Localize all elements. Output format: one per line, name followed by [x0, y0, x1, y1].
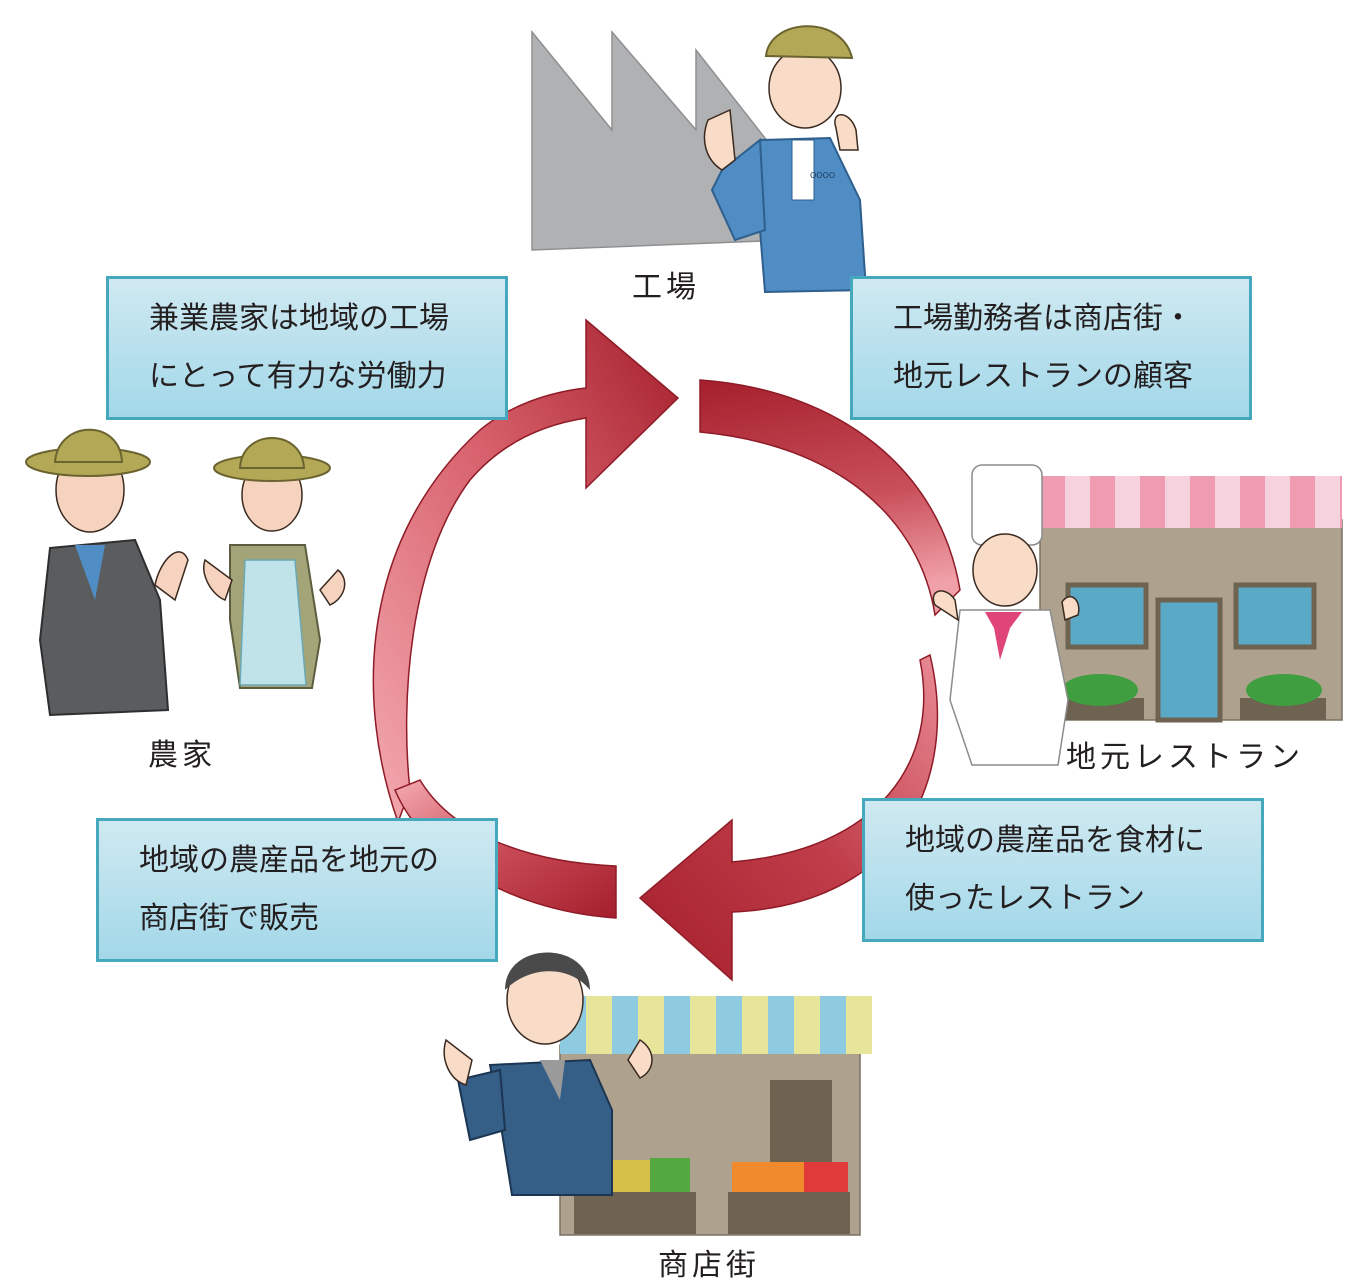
box-factory-to-restaurant: 工場勤務者は商店街・ 地元レストランの顧客 [850, 276, 1252, 420]
arrow-restaurant-to-shop [638, 653, 939, 982]
box-restaurant-to-shop-line2: 使ったレストラン [905, 881, 1145, 916]
cycle-arrows [372, 318, 961, 982]
factory-label: 工場 [632, 270, 700, 305]
restaurant-illustration [1039, 476, 1343, 723]
worker-badge: OOOO [810, 171, 835, 180]
restaurant-label: 地元レストラン [1066, 740, 1304, 775]
shop-awning [560, 996, 872, 1054]
shop-illustration [559, 996, 872, 1236]
shopkeeper [443, 952, 653, 1196]
chef-hat [971, 464, 1043, 546]
box-factory-to-restaurant-line1: 工場勤務者は商店街・ [893, 301, 1193, 336]
box-restaurant-to-shop-line1: 地域の農産品を食材に [905, 823, 1205, 858]
chef [932, 464, 1080, 766]
box-farmers-to-factory-line1: 兼業農家は地域の工場 [149, 301, 449, 336]
box-shop-to-farmers: 地域の農産品を地元の 商店街で販売 [96, 818, 498, 962]
box-restaurant-to-shop: 地域の農産品を食材に 使ったレストラン [862, 798, 1264, 942]
box-farmers-to-factory: 兼業農家は地域の工場 にとって有力な労働力 [106, 276, 508, 420]
arrow-farmers-to-factory [372, 318, 680, 825]
box-factory-to-restaurant-line2: 地元レストランの顧客 [893, 359, 1193, 394]
farmers-illustration [25, 428, 346, 717]
arrow-shop-to-farmers [394, 779, 617, 919]
chef-scarf [985, 612, 1022, 660]
factory-worker: OOOO [703, 25, 868, 294]
box-shop-to-farmers-line2: 商店街で販売 [139, 901, 319, 936]
box-farmers-to-factory-line2: にとって有力な労働力 [149, 359, 447, 394]
restaurant-awning [1040, 476, 1342, 528]
shopping-street-label: 商店街 [658, 1248, 760, 1283]
farmer-man [38, 538, 170, 717]
box-shop-to-farmers-line1: 地域の農産品を地元の [139, 843, 439, 878]
farmers-label: 農家 [148, 738, 216, 773]
